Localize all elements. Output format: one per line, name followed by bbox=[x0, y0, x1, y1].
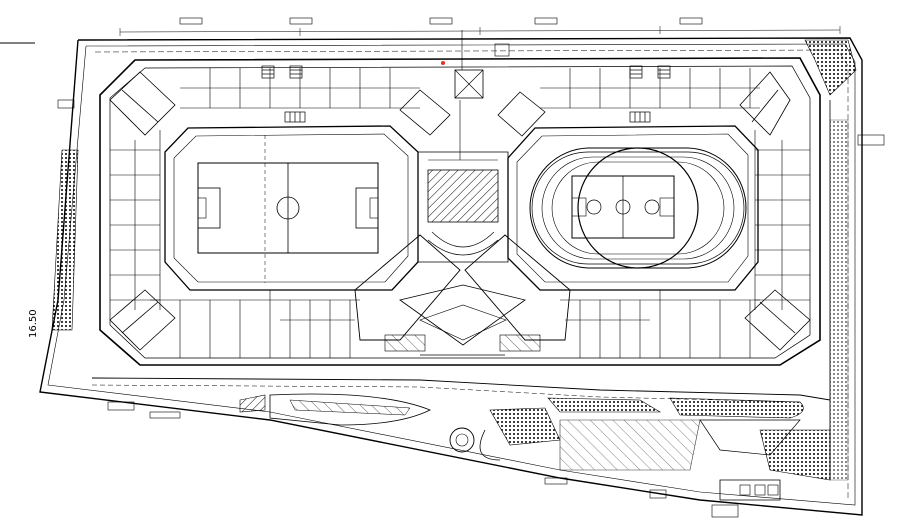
rooms-top bbox=[180, 68, 760, 109]
red-marker bbox=[441, 61, 445, 65]
parking-area bbox=[239, 393, 831, 501]
rooms-bottom bbox=[150, 290, 760, 358]
dimension-ticks bbox=[119, 26, 841, 36]
rooms-right bbox=[754, 130, 810, 310]
planting-strip-left bbox=[51, 149, 79, 331]
building-outline bbox=[99, 57, 821, 366]
planting-strip-top-right bbox=[804, 39, 857, 96]
dimension-label-16-50: 16.50 bbox=[28, 309, 39, 338]
annotation-tags bbox=[57, 17, 885, 518]
planting-strip-right bbox=[829, 119, 849, 481]
football-pitch-court bbox=[164, 125, 419, 291]
corner-wings bbox=[109, 71, 811, 351]
central-wings bbox=[354, 89, 571, 356]
site-boundary bbox=[39, 37, 863, 516]
stairs-top bbox=[261, 65, 671, 123]
rooms-left bbox=[110, 130, 161, 310]
running-track-court bbox=[507, 125, 759, 291]
central-hall bbox=[417, 30, 509, 263]
